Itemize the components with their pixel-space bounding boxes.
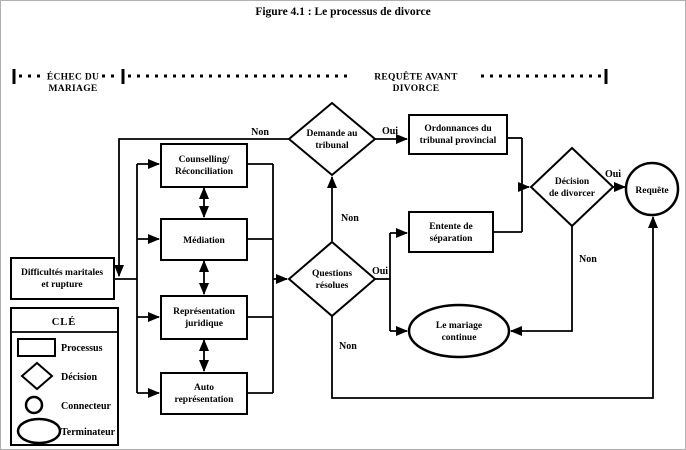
legend-label-processus: Processus [61,343,103,354]
node-demande-tribunal [287,101,377,177]
phase-bracket: ÉCHEC DU MARIAGE REQUÊTE AVANT DIVORCE [12,69,608,94]
label-demande-non: Non [251,127,269,138]
representation-label-2: juridique [184,319,223,329]
node-counselling [160,143,248,188]
phase-echec-line1: ÉCHEC DU [47,71,99,83]
label-decision-oui: Oui [605,169,621,180]
node-representation [160,295,248,340]
counselling-label-1: Counselling/ [179,155,230,165]
difficultes-label-2: et rupture [41,280,82,290]
edge-questions-non-down [331,216,658,399]
phase-requete-line1: REQUÊTE AVANT [374,71,458,83]
edge-decision-non [510,226,573,336]
phase-echec-line2: MARIAGE [48,84,97,94]
ordonnances-label-2: tribunal provincial [420,136,497,146]
decision-label-2: de divorcer [549,189,596,199]
node-mediation [160,218,248,261]
questions-label-1: Questions [312,269,352,279]
terminator-ellipse-icon [16,417,62,445]
legend: CLÉ Processus Décision Connecteur Termin… [10,307,119,446]
decision-label-1: Décision [555,177,590,187]
label-questions-non-down: Non [339,341,357,352]
representation-label-1: Représentation [173,307,235,317]
legend-label-terminateur: Terminateur [61,427,116,438]
node-ordonnances [408,114,508,155]
edge-labels: Non Oui Non Oui Non Oui Non [251,126,621,352]
difficultes-label-1: Difficultés maritales [21,268,103,278]
connector-circle-icon [24,395,44,415]
auto-label-2: représentation [175,395,235,405]
label-questions-oui: Oui [372,266,388,277]
ordonnances-label-1: Ordonnances du [424,124,492,134]
demande-label-1: Demande au [307,129,359,139]
figure-title: Figure 4.1 : Le processus de divorce [255,6,430,18]
mariage-label-2: continue [442,333,477,343]
legend-title: CLÉ [52,316,77,328]
nodes: Counselling/ Réconciliation Médiation Re… [10,101,680,415]
node-mariage-continue [407,303,511,359]
node-entente [408,211,494,253]
edge-demande-non [114,138,289,277]
mediation-label: Médiation [183,236,225,246]
requete-label: Requête [635,186,668,196]
label-decision-non: Non [579,254,597,265]
node-decision-divorcer [529,146,615,228]
auto-label-1: Auto [194,383,214,393]
label-demande-oui: Oui [382,126,398,137]
counselling-label-2: Réconciliation [175,167,234,177]
demande-label-2: tribunal [315,141,349,151]
entente-label-2: séparation [430,234,473,244]
node-requete [624,161,680,217]
mariage-label-1: Le mariage [436,321,482,331]
phase-requete-line2: DIVORCE [393,84,440,94]
questions-label-2: résolues [316,281,349,291]
legend-label-decision: Décision [61,372,98,383]
process-rect-icon [17,338,56,357]
node-questions-resolues [287,240,377,318]
connectors [114,134,658,399]
label-questions-non-up: Non [341,213,359,224]
entente-label-1: Entente de [429,222,473,232]
node-difficultes [10,257,115,300]
node-auto-representation [160,372,248,415]
legend-label-connecteur: Connecteur [61,401,112,412]
decision-diamond-icon [20,361,54,391]
